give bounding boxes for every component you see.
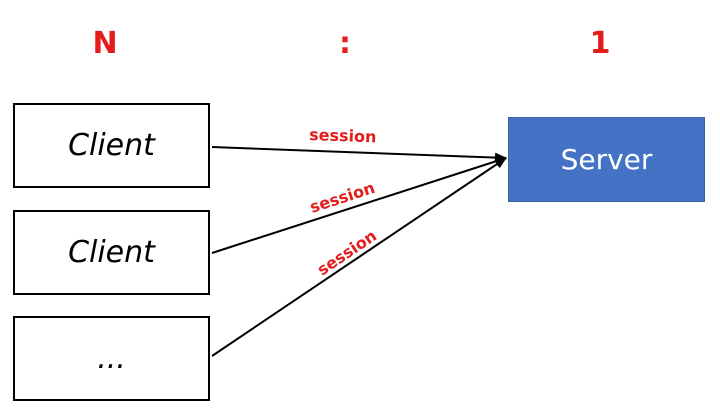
client-box-2: Client xyxy=(13,210,210,295)
connection-arrow-3 xyxy=(211,157,507,357)
ratio-separator: : xyxy=(339,26,351,61)
session-label-3: session xyxy=(314,226,380,279)
server-box: Server xyxy=(508,117,705,202)
client-label-2: Client xyxy=(68,235,155,270)
server-label: Server xyxy=(560,143,653,176)
client-label-1: Client xyxy=(68,128,155,163)
client-box-3: ... xyxy=(13,316,210,401)
connection-arrow-1 xyxy=(211,146,507,163)
client-label-3: ... xyxy=(97,341,126,376)
ratio-n-label: N xyxy=(92,26,118,61)
ratio-one-label: 1 xyxy=(589,26,611,61)
connection-arrow-2 xyxy=(211,156,507,254)
client-box-1: Client xyxy=(13,103,210,188)
session-label-1: session xyxy=(309,125,377,146)
